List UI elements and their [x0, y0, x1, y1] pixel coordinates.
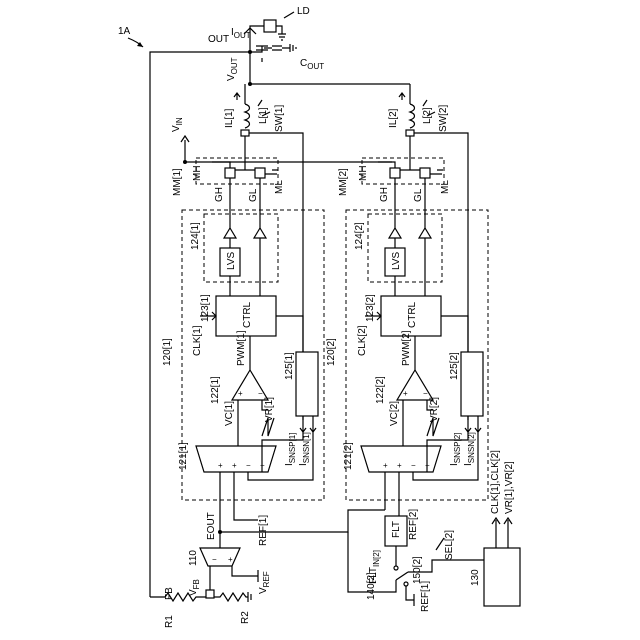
- driver-label: 124[1]: [190, 222, 201, 250]
- isnp-label: ISNSP[1]: [284, 433, 297, 466]
- sns-label: 125[2]: [449, 352, 460, 380]
- cmp-plus: +: [403, 389, 408, 398]
- gl-label: GL: [248, 188, 259, 202]
- flt-label: FLT: [391, 521, 402, 538]
- selector-num-label: 130: [470, 569, 481, 586]
- ref1-label: REF[1]: [420, 581, 431, 612]
- amp-in2: +: [232, 461, 237, 470]
- gate-driver-low: [419, 228, 431, 238]
- driver-label: 124[2]: [354, 222, 365, 250]
- gh-label: GH: [214, 187, 225, 202]
- high-side-switch: [225, 168, 235, 178]
- vout-label: VOUT: [226, 57, 239, 81]
- vfb-node: [206, 590, 214, 598]
- clk-label: CLK[1]: [192, 325, 203, 356]
- load-label: LD: [297, 6, 310, 17]
- vc-label: VC[1]: [224, 401, 235, 426]
- sw-num-label: 140[2]: [366, 572, 377, 600]
- fb-label: FB: [164, 587, 175, 600]
- current-sense-element: [241, 130, 249, 136]
- cmp-minus: −: [258, 389, 263, 398]
- amp-num-label: 121[1]: [178, 442, 189, 470]
- low-side-switch: [420, 168, 430, 178]
- mh-label: MH: [192, 165, 203, 181]
- ctrl-num-label: 123[2]: [365, 294, 376, 322]
- phase-2: IL[2] L[2] SW[2] MM[2] MH ML GH GL 120[2…: [326, 84, 488, 584]
- amp-in3: −: [411, 461, 416, 470]
- ea-plus: +: [228, 555, 233, 564]
- error-amplifier-110: [200, 548, 240, 566]
- ref-label: REF[1]: [258, 515, 269, 546]
- pwm-label: PWM[2]: [401, 330, 412, 366]
- gate-driver-low: [254, 228, 266, 238]
- iout-label: IOUT: [231, 27, 251, 40]
- isnp-label: ISNSP[2]: [449, 433, 462, 466]
- sw-label: SW[1]: [274, 105, 285, 132]
- vin-label: VIN: [171, 117, 184, 132]
- sw-label: SW[2]: [438, 105, 449, 132]
- block-label: 120[1]: [162, 338, 173, 366]
- amp-in2: +: [397, 461, 402, 470]
- sel-signal-label: SEL[2]: [444, 530, 455, 560]
- gl-label: GL: [413, 188, 424, 202]
- cout-label: COUT: [300, 58, 324, 71]
- ctrl-label: CTRL: [407, 301, 418, 328]
- gh-label: GH: [379, 187, 390, 202]
- phase-1: IL[1] L[1] SW[1] MM[1] MH ML GH GL 120[1…: [162, 84, 324, 546]
- current-sensor-125: [296, 352, 318, 416]
- lvs-label: LVS: [226, 252, 237, 270]
- ml-label: ML: [274, 180, 285, 194]
- amp-num-label: 121[2]: [343, 442, 354, 470]
- clk-label: CLK[2]: [357, 325, 368, 356]
- figure-ref-label: 1A: [118, 26, 131, 37]
- eout-label: EOUT: [206, 512, 217, 540]
- mh-label: MH: [358, 165, 369, 181]
- vref-label: VREF: [258, 571, 271, 594]
- sel-out1-label: CLK[1],CLK[2]: [490, 450, 501, 514]
- gate-driver-high: [389, 228, 401, 238]
- flt-num-label: 150[2]: [412, 556, 423, 584]
- load-ld: [264, 20, 276, 32]
- mm-label: MM[1]: [172, 168, 183, 196]
- lvs-label: LVS: [391, 252, 402, 270]
- current-sensor-125: [461, 352, 483, 416]
- high-side-switch: [390, 168, 400, 178]
- sns-label: 125[1]: [284, 352, 295, 380]
- il-label: IL[2]: [388, 108, 399, 128]
- pwm-label: PWM[1]: [236, 330, 247, 366]
- vc-label: VC[2]: [389, 401, 400, 426]
- selector-130: [484, 548, 520, 606]
- ref2-label: REF[2]: [408, 509, 419, 540]
- cmp-num-label: 122[1]: [210, 376, 221, 404]
- current-sense-element: [406, 130, 414, 136]
- vfb-label: VFB: [188, 579, 201, 596]
- ea-minus: −: [212, 555, 217, 564]
- cmp-plus: +: [238, 389, 243, 398]
- isnn-label: ISNSN[1]: [298, 432, 311, 466]
- amp-in1: +: [383, 461, 388, 470]
- ctrl-label: CTRL: [242, 301, 253, 328]
- ctrl-num-label: 123[1]: [200, 294, 211, 322]
- driver-124: [204, 214, 278, 282]
- gate-driver-high: [224, 228, 236, 238]
- block-label: 120[2]: [326, 338, 337, 366]
- isnn-label: ISNSN[2]: [463, 432, 476, 466]
- cmp-minus: −: [423, 389, 428, 398]
- cmp-num-label: 122[2]: [375, 376, 386, 404]
- amp-in3: −: [246, 461, 251, 470]
- ml-label: ML: [440, 180, 451, 194]
- ea-num-label: 110: [188, 550, 199, 566]
- low-side-switch: [255, 168, 265, 178]
- sel-out2-label: VR[1],VR[2]: [504, 461, 515, 514]
- il-label: IL[1]: [224, 108, 235, 128]
- amp-in1: +: [218, 461, 223, 470]
- r2-label: R2: [240, 611, 251, 624]
- r1-label: R1: [164, 615, 175, 628]
- mm-label: MM[2]: [338, 168, 349, 196]
- out-label: OUT: [208, 34, 229, 45]
